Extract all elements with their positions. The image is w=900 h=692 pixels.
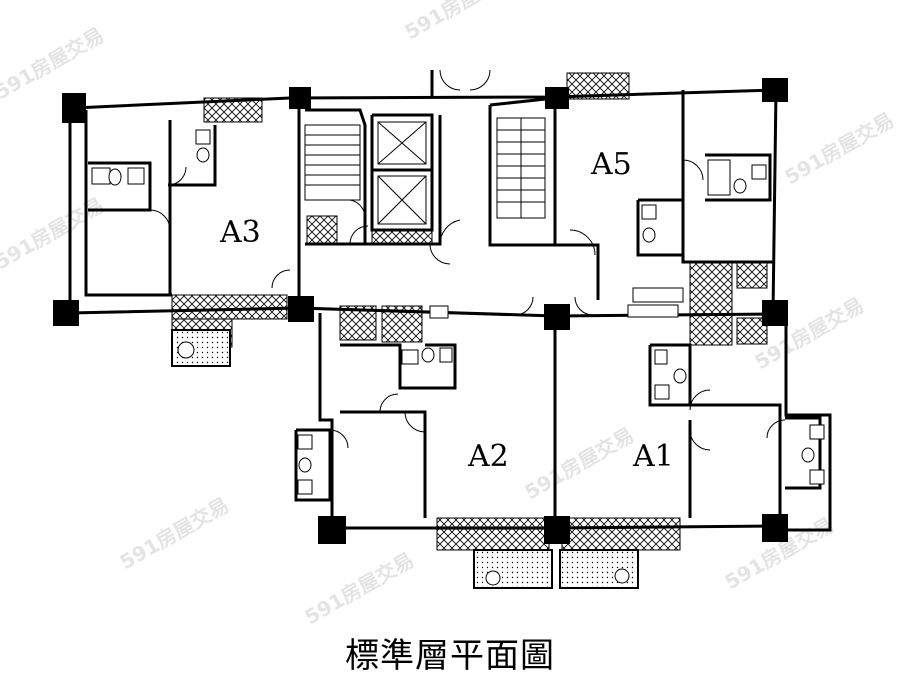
balconies [171, 72, 768, 589]
plan-title: 標準層平面圖 [345, 636, 555, 676]
bathroom-fixtures [91, 129, 825, 586]
columns [53, 78, 788, 544]
watermark: 591房屋交易 [521, 423, 638, 505]
watermark: 591房屋交易 [0, 23, 108, 105]
watermark: 591房屋交易 [401, 0, 518, 44]
watermark: 591房屋交易 [116, 493, 233, 575]
unit-label-a5: A5 [590, 147, 632, 182]
stairs [304, 117, 546, 219]
unit-label-a2: A2 [467, 439, 509, 474]
unit-label-a1: A1 [632, 439, 674, 474]
doors [149, 69, 786, 451]
watermark: 591房屋交易 [301, 548, 418, 630]
unit-label-a3: A3 [219, 215, 261, 250]
watermark: 591房屋交易 [0, 193, 108, 275]
walls [68, 70, 832, 532]
watermark: 591房屋交易 [781, 108, 898, 190]
elevators [377, 121, 427, 225]
